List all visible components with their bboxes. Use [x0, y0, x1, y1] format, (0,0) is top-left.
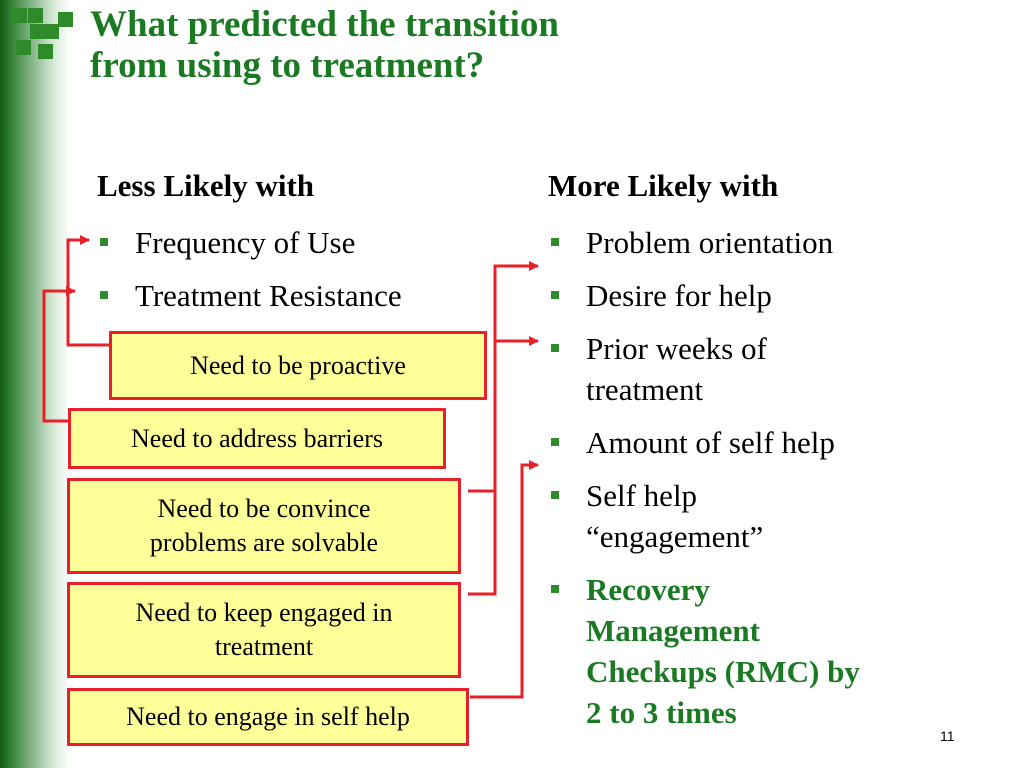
more-likely-list: Problem orientation Desire for help Prio…: [547, 222, 860, 733]
slide-title: What predicted the transition from using…: [90, 4, 559, 86]
page-number: 11: [940, 728, 955, 744]
connector-convince-to-problem: [468, 261, 539, 493]
square-bullet-icon: [551, 344, 559, 352]
square-bullet-icon: [551, 291, 559, 299]
list-item: Amount of self help: [547, 422, 860, 463]
square-bullet-icon: [551, 585, 559, 593]
list-item: Desire for help: [547, 275, 860, 316]
square-bullet-icon: [551, 238, 559, 246]
slide-side-bar: [0, 0, 70, 768]
connector-selfhelp-to-engagement: [470, 460, 539, 699]
title-line: What predicted the transition: [90, 4, 560, 45]
more-likely-heading: More Likely with: [548, 168, 779, 203]
square-bullet-icon: [100, 238, 108, 246]
square-bullet-icon: [551, 491, 559, 499]
title-line: from using to treatment?: [90, 45, 485, 86]
connector-barriers-to-resistance: [42, 286, 76, 423]
connector-engaged-to-prior-weeks: [468, 336, 539, 596]
list-item: Frequency of Use: [96, 222, 402, 263]
list-item: Problem orientation: [547, 222, 860, 263]
square-bullet-icon: [551, 438, 559, 446]
need-box-proactive: Need to be proactive: [109, 331, 487, 400]
square-bullet-icon: [100, 291, 108, 299]
less-likely-list: Frequency of Use Treatment Resistance: [96, 222, 402, 316]
list-item: Treatment Resistance: [96, 275, 402, 316]
need-box-self-help: Need to engage in self help: [67, 688, 469, 746]
need-box-barriers: Need to address barriers: [68, 408, 446, 469]
slide-logo-squares: [0, 0, 90, 62]
less-likely-heading: Less Likely with: [97, 168, 315, 203]
list-item: Self help“engagement”: [547, 475, 860, 557]
